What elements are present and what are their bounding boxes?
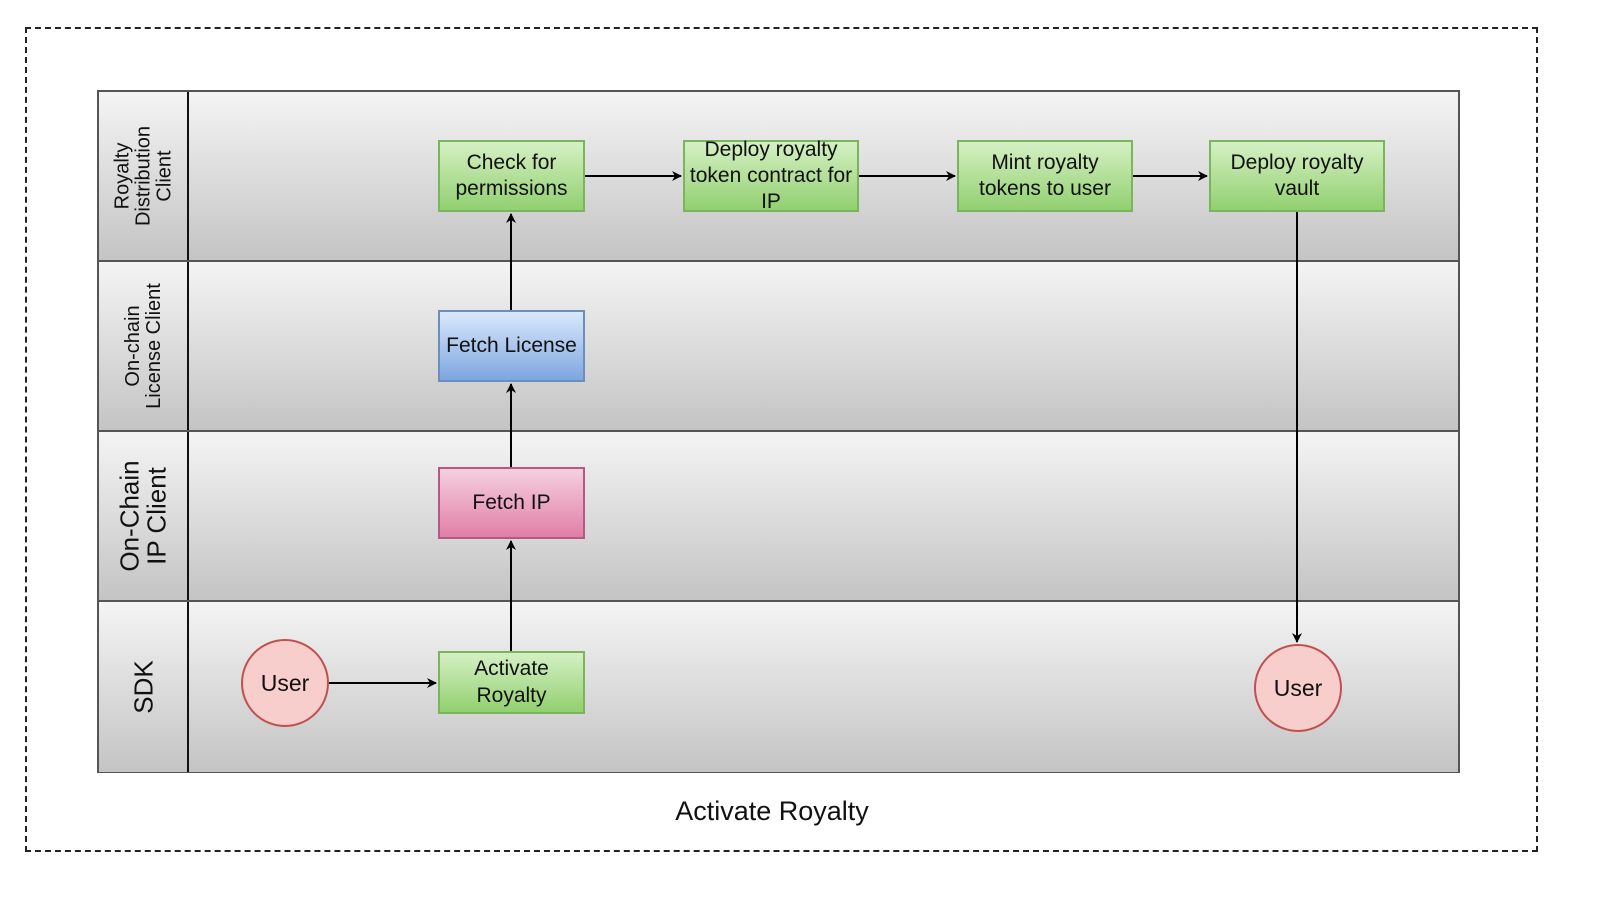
node-mint-tokens: Mint royalty tokens to user bbox=[957, 140, 1133, 212]
lane-label-royalty-distribution-client: Royalty Distribution Client bbox=[111, 125, 176, 227]
node-fetch-ip: Fetch IP bbox=[438, 467, 585, 539]
node-check-permissions: Check for permissions bbox=[438, 140, 585, 212]
lane-header: On-chain License Client bbox=[99, 262, 189, 430]
user-start-circle: User bbox=[241, 639, 329, 727]
dashed-frame bbox=[25, 27, 1538, 852]
lane-header: On-Chain IP Client bbox=[99, 432, 189, 600]
lane-label-onchain-license-client: On-chain License Client bbox=[122, 283, 165, 409]
lane-header: Royalty Distribution Client bbox=[99, 92, 189, 260]
node-deploy-vault: Deploy royalty vault bbox=[1209, 140, 1385, 212]
node-fetch-license: Fetch License bbox=[438, 310, 585, 382]
lane-header: SDK bbox=[99, 602, 189, 772]
node-activate-royalty: Activate Royalty bbox=[438, 651, 585, 714]
lane-onchain-license-client: On-chain License Client bbox=[99, 262, 1458, 432]
lane-label-sdk: SDK bbox=[128, 660, 159, 714]
user-end-circle: User bbox=[1254, 644, 1342, 732]
lane-onchain-ip-client: On-Chain IP Client bbox=[99, 432, 1458, 602]
diagram-caption: Activate Royalty bbox=[675, 796, 869, 826]
node-deploy-token-contract: Deploy royalty token contract for IP bbox=[683, 138, 859, 213]
lane-label-onchain-ip-client: On-Chain IP Client bbox=[114, 460, 172, 572]
